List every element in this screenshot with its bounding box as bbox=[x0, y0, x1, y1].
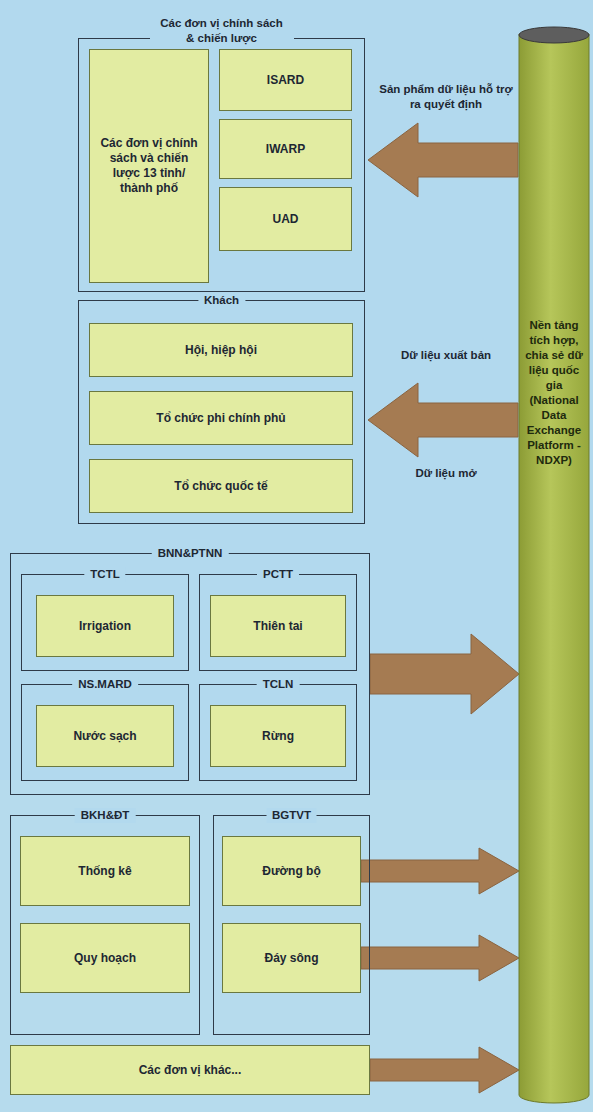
block-arrow bbox=[370, 1047, 519, 1093]
group-box: Hội, hiệp hội Tổ chức phi chính phủ Tổ chứ… bbox=[78, 300, 365, 524]
block-arrow bbox=[361, 848, 519, 894]
unit-box: Các đơn vị chính sách và chiến lược 13 t… bbox=[89, 49, 209, 283]
group-heading: BKH&ĐT bbox=[75, 808, 136, 823]
unit-box: Rừng bbox=[210, 705, 346, 767]
unit-label: Rừng bbox=[254, 725, 302, 748]
group-box: RừngTCLN bbox=[199, 684, 357, 781]
unit-box: Tổ chức phi chính phủ bbox=[89, 391, 353, 445]
group-box: IrrigationTCTL bbox=[21, 574, 189, 671]
unit-label: Các đơn vị chính sách và chiến lược 13 t… bbox=[90, 132, 208, 200]
unit-label: Các đơn vị khác... bbox=[131, 1059, 250, 1082]
unit-box: Thiên tai bbox=[210, 595, 346, 657]
unit-label: Đường bộ bbox=[254, 860, 329, 883]
group-box: Các đơn vị chính sách và chiến lược 13 t… bbox=[78, 38, 365, 292]
group-heading: TCLN bbox=[257, 677, 300, 692]
unit-label: Đáy sông bbox=[256, 947, 326, 970]
unit-box: Đáy sông bbox=[222, 923, 361, 993]
group-heading: BGTVT bbox=[266, 808, 317, 823]
group-heading: TCTL bbox=[84, 567, 125, 582]
group-heading: PCTT bbox=[257, 567, 299, 582]
unit-label: Tổ chức quốc tế bbox=[166, 475, 275, 498]
platform-cylinder: Nền tảng tích hợp, chia sẻ dữ liệu quốc … bbox=[518, 26, 590, 1104]
group-box: Thống kêQuy hoạchBKH&ĐT bbox=[10, 815, 200, 1035]
group-heading: Các đơn vị chính sách & chiến lược bbox=[150, 16, 294, 46]
arrow-label: Dữ liệu mở bbox=[378, 466, 514, 481]
unit-label: Nước sạch bbox=[65, 725, 144, 748]
group-box: Thiên taiPCTT bbox=[199, 574, 357, 671]
unit-label: Thiên tai bbox=[245, 615, 310, 638]
group-box: Đường bộĐáy sôngBGTVT bbox=[213, 815, 370, 1035]
unit-label: ISARD bbox=[259, 69, 312, 92]
unit-box: Đường bộ bbox=[222, 836, 361, 906]
unit-box: UAD bbox=[219, 187, 352, 251]
arrow-label: Sản phẩm dữ liệu hỗ trợ ra quyết định bbox=[378, 82, 514, 112]
unit-label: IWARP bbox=[258, 138, 313, 161]
unit-label: Tổ chức phi chính phủ bbox=[148, 407, 293, 430]
group-box: Nước sạchNS.MARD bbox=[21, 684, 189, 781]
unit-label: Thống kê bbox=[70, 860, 139, 883]
arrow-label: Dữ liệu xuất bản bbox=[378, 348, 514, 363]
platform-label: Nền tảng tích hợp, chia sẻ dữ liệu quốc … bbox=[518, 318, 590, 468]
unit-label: Quy hoạch bbox=[66, 947, 144, 970]
unit-box: IWARP bbox=[219, 119, 352, 179]
unit-box: Quy hoạch bbox=[20, 923, 190, 993]
unit-box: Nước sạch bbox=[36, 705, 174, 767]
block-arrow bbox=[370, 634, 519, 714]
unit-label: Irrigation bbox=[71, 615, 139, 638]
unit-box: Irrigation bbox=[36, 595, 174, 657]
unit-label: Hội, hiệp hội bbox=[177, 339, 265, 362]
field-band bbox=[0, 780, 593, 1112]
block-arrow bbox=[361, 935, 519, 981]
unit-box: Tổ chức quốc tế bbox=[89, 459, 353, 513]
block-arrow bbox=[368, 383, 518, 457]
unit-box: Các đơn vị khác... bbox=[10, 1045, 370, 1095]
group-heading: Khách bbox=[198, 293, 245, 308]
unit-box: Thống kê bbox=[20, 836, 190, 906]
group-heading: BNN&PTNN bbox=[152, 546, 229, 561]
unit-box: Hội, hiệp hội bbox=[89, 323, 353, 377]
cylinder-shape bbox=[518, 26, 590, 1104]
cylinder-body bbox=[519, 34, 589, 1103]
block-arrow bbox=[368, 123, 518, 197]
unit-label: UAD bbox=[265, 208, 307, 231]
group-heading: NS.MARD bbox=[72, 677, 138, 692]
cylinder-top bbox=[519, 27, 589, 43]
unit-box: ISARD bbox=[219, 49, 352, 111]
group-box: IrrigationTCTLThiên taiPCTTNước sạchNS.M… bbox=[10, 553, 370, 795]
